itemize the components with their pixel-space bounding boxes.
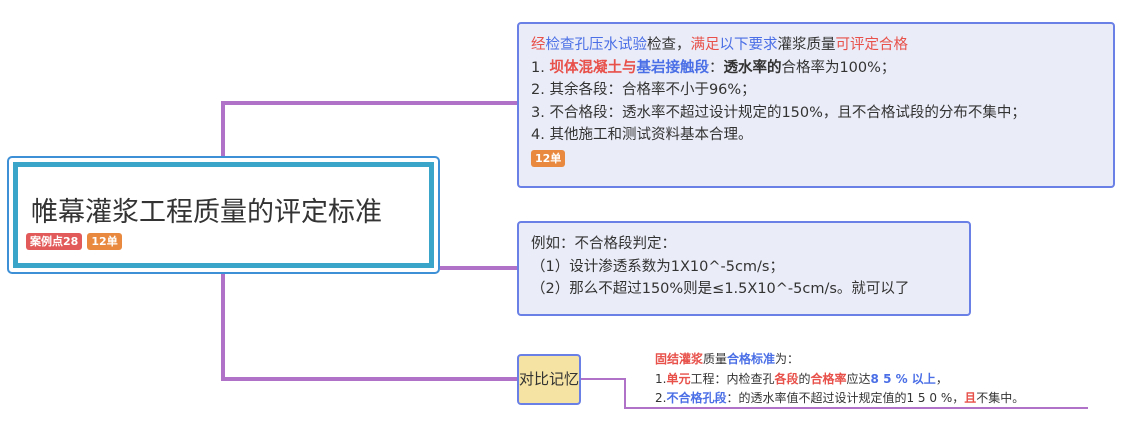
- tag-count: 12单: [87, 233, 122, 250]
- text-segment: 2.: [655, 391, 667, 405]
- text-segment: ：的透水率值不超过设计规定值的1 5 0 %，: [726, 391, 965, 405]
- text-segment: 透水率的: [723, 59, 782, 76]
- text-segment: 为：: [775, 352, 800, 366]
- compare-memory-topic[interactable]: 对比记忆: [517, 354, 581, 405]
- text-segment: 单元: [666, 371, 691, 386]
- text-segment: 不集中。: [976, 391, 1025, 405]
- text-segment: ：: [708, 59, 724, 76]
- central-topic[interactable]: 帷幕灌浆工程质量的评定标准 案例点28 12单: [7, 156, 440, 274]
- connector: [221, 377, 518, 381]
- example-line: 例如：不合格段判定：: [531, 236, 676, 252]
- text-segment: 1.: [655, 371, 667, 386]
- text-segment: 的: [798, 371, 811, 386]
- text-segment: 且: [964, 391, 977, 405]
- text-segment: 合格标准: [727, 352, 776, 366]
- text-segment: 坝体混凝土: [549, 59, 622, 76]
- connector: [440, 266, 518, 270]
- criteria-item: 3. 不合格段：透水率不超过设计规定的150%，且不合格试段的分布不集中；: [531, 104, 1026, 121]
- connector: [624, 378, 626, 409]
- tag-count: 12单: [531, 149, 566, 167]
- example-line: （1）设计渗透系数为1X10^-5cm/s；: [531, 258, 784, 275]
- consolidation-grouting-note: 固结灌浆质量合格标准为： 1.单元工程：内检查孔各段的合格率应达8 5 % 以上…: [655, 350, 1024, 409]
- central-topic-title: 帷幕灌浆工程质量的评定标准: [31, 197, 382, 228]
- criteria-item: 2. 其余各段：合格率不小于96%；: [531, 82, 756, 98]
- text-segment: 工程：内检查孔: [690, 371, 775, 386]
- text-segment: ，: [935, 371, 948, 386]
- connector: [624, 407, 1088, 409]
- text-segment: 不合格孔段: [666, 391, 727, 405]
- criteria-item: 4. 其他施工和测试资料基本合理。: [531, 127, 753, 143]
- text-segment: 各段: [774, 371, 799, 386]
- criteria-title: 经检查孔压水试验检查，满足以下要求灌浆质量可评定合格: [531, 34, 1101, 57]
- text-segment: 应达: [846, 371, 871, 386]
- text-segment: 可评定合格: [835, 37, 909, 53]
- text-segment: 8 5 % 以上: [870, 371, 936, 386]
- text-segment: 合格率为100%；: [781, 59, 896, 76]
- text-segment: 检查孔压水试验: [545, 37, 648, 53]
- criteria-topic[interactable]: 经检查孔压水试验检查，满足以下要求灌浆质量可评定合格 1. 坝体混凝土与基岩接触…: [517, 22, 1115, 188]
- text-segment: 检查，: [647, 37, 691, 53]
- text-segment: 基岩: [636, 59, 666, 76]
- tag-case-point: 案例点28: [26, 233, 83, 250]
- text-segment: 固结灌浆: [655, 352, 704, 366]
- text-segment: 1.: [531, 59, 550, 76]
- text-segment: 合格率: [810, 371, 847, 386]
- connector: [221, 101, 518, 105]
- text-segment: 接触段: [665, 59, 709, 76]
- connector: [581, 378, 625, 380]
- connector: [221, 274, 225, 380]
- example-line: （2）那么不超过150%则是≤1.5X10^-5cm/s。就可以了: [531, 281, 910, 297]
- text-segment: 与: [621, 59, 637, 76]
- text-segment: 灌浆质量: [777, 37, 836, 53]
- example-topic[interactable]: 例如：不合格段判定： （1）设计渗透系数为1X10^-5cm/s； （2）那么不…: [517, 221, 971, 316]
- central-topic-frame: [13, 162, 434, 268]
- text-segment: 以下要求: [719, 37, 778, 53]
- text-segment: 经: [531, 37, 546, 53]
- text-segment: 质量: [703, 352, 728, 366]
- connector: [221, 102, 225, 158]
- text-segment: 满足: [690, 37, 720, 53]
- criteria-item: 1. 坝体混凝土与基岩接触段：透水率的合格率为100%；: [531, 57, 1101, 80]
